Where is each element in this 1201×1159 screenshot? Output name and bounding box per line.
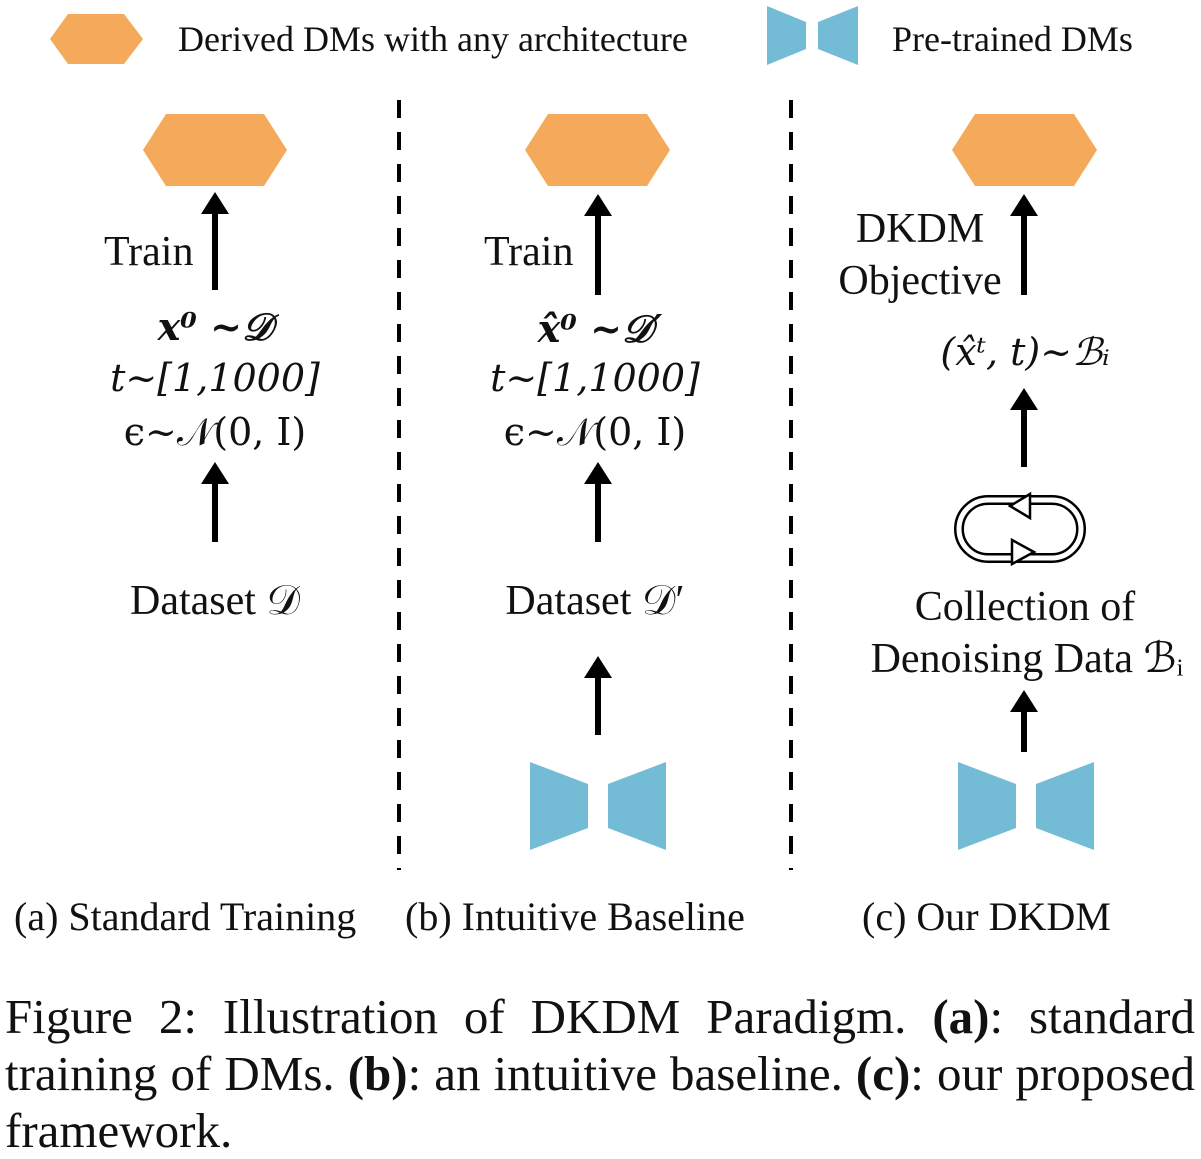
- cycle-loop-icon: [954, 491, 1086, 567]
- panel-a-math-sample: x⁰ ~𝒟: [157, 304, 273, 349]
- panel-c-objective-line2: Objective: [838, 258, 1002, 304]
- panel-b-train-label: Train: [484, 229, 574, 275]
- panel-c-sample-arrow: [1010, 388, 1038, 467]
- panel-a-train-arrow: [201, 192, 229, 290]
- panel-b-train-arrow: [584, 194, 612, 295]
- legend-pretrained-label: Pre-trained DMs: [892, 19, 1133, 59]
- legend-orange-hexagon-icon: [50, 14, 143, 64]
- panel-b-math-noise: ϵ~𝒩(0, I): [503, 410, 687, 454]
- panel-b-generate-arrow: [584, 656, 612, 735]
- panel-c-collection-line1: Collection of: [914, 584, 1136, 630]
- panel-b-pretrained-bowtie-icon: [530, 762, 666, 850]
- panel-c-pretrained-bowtie-icon: [958, 762, 1094, 850]
- panel-c-objective-arrow: [1010, 194, 1038, 295]
- figure-caption: Figure 2: Illustration of DKDM Paradigm.…: [5, 989, 1196, 1158]
- legend-blue-bowtie-icon: [767, 6, 858, 65]
- panel-c-caption: (c) Our DKDM: [862, 894, 1111, 939]
- panel-b-caption: (b) Intuitive Baseline: [405, 894, 745, 939]
- panel-a-train-label: Train: [104, 229, 194, 275]
- panel-a-dataset-label: Dataset 𝒟: [130, 578, 300, 624]
- panel-c-objective-line1: DKDM: [855, 206, 985, 252]
- panel-b-math-sample: x̂⁰ ~𝒟′: [537, 306, 663, 351]
- panel-a-math-timestep: t~[1,1000]: [110, 356, 320, 400]
- panel-c-collection-line2: Denoising Data ℬᵢ: [870, 636, 1184, 682]
- panel-b-math-timestep: t~[1,1000]: [490, 356, 700, 400]
- panel-a-data-arrow: [201, 462, 229, 542]
- panel-b-derived-hexagon-icon: [525, 114, 670, 186]
- panel-a-derived-hexagon-icon: [143, 114, 287, 186]
- panel-c-math-sample: (x̂ᵗ, t)~ℬᵢ: [940, 330, 1110, 374]
- panel-a-math-noise: ϵ~𝒩(0, I): [123, 410, 307, 454]
- panel-c-derived-hexagon-icon: [952, 114, 1097, 186]
- panel-a-caption: (a) Standard Training: [14, 894, 357, 939]
- panel-b-data-arrow: [584, 462, 612, 542]
- legend-derived-label: Derived DMs with any architecture: [178, 19, 688, 59]
- panel-c-collect-arrow: [1010, 690, 1038, 752]
- panel-b-dataset-label: Dataset 𝒟′: [505, 578, 685, 624]
